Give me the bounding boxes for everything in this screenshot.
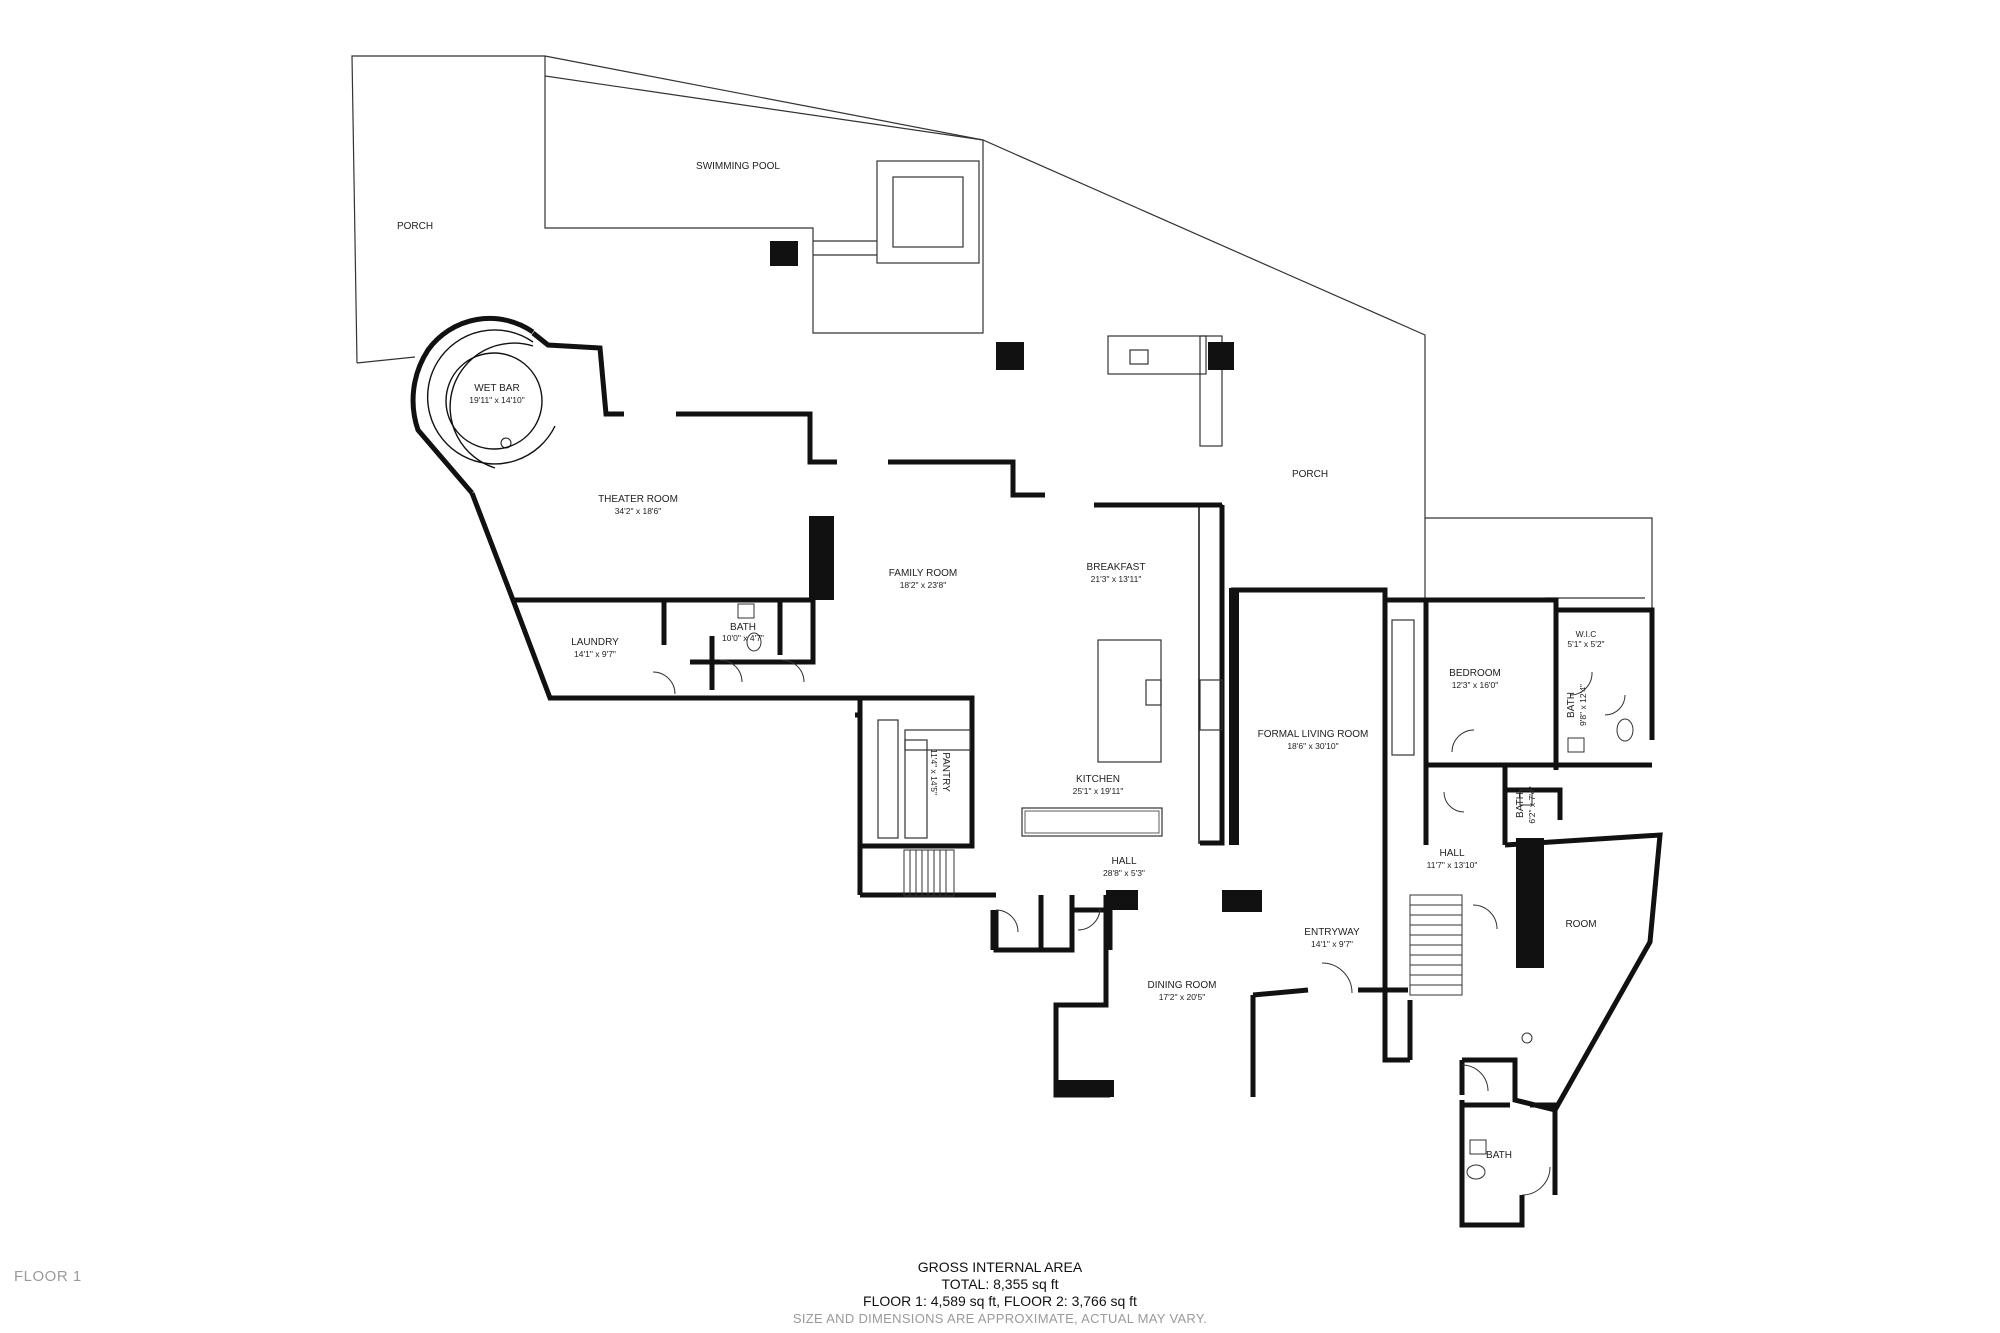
room-family-dim: 18'2" x 23'8" <box>900 580 947 590</box>
room-bedroom-dim: 12'3" x 16'0" <box>1452 680 1499 690</box>
room-breakfast-dim: 21'3" x 13'11" <box>1091 574 1142 584</box>
room-pantry-dim: 11'4" x 14'5" <box>929 749 939 795</box>
room-bedroom-name: BEDROOM <box>1449 668 1501 679</box>
room-porch-right: PORCH <box>1292 469 1328 480</box>
room-bath-bed-name: BATH <box>1566 692 1577 718</box>
area-disclaimer: SIZE AND DIMENSIONS ARE APPROXIMATE, ACT… <box>792 1311 1208 1326</box>
room-family-name: FAMILY ROOM <box>889 568 958 579</box>
room-bath-small-name: BATH <box>730 622 756 633</box>
room-hall-right-dim: 11'7" x 13'10" <box>1427 860 1478 870</box>
room-theater-name: THEATER ROOM <box>598 494 678 505</box>
pantry-shelves <box>877 719 971 839</box>
room-hall-kitchen-dim: 28'8" x 5'3" <box>1103 868 1145 878</box>
outdoor-kitchen <box>1107 335 1223 447</box>
room-wic-name: W.I.C <box>1576 629 1597 639</box>
room-breakfast-name: BREAKFAST <box>1087 562 1146 573</box>
outdoor-outlines <box>351 55 1653 610</box>
room-porch-left: PORCH <box>397 221 433 232</box>
room-bath-bottom: BATH <box>1486 1150 1512 1161</box>
room-wet-bar-name: WET BAR <box>474 383 519 394</box>
room-kitchen-dim: 25'1" x 19'11" <box>1073 786 1124 796</box>
room-kitchen-name: KITCHEN <box>1076 774 1120 785</box>
room-hall-right-name: HALL <box>1439 848 1464 859</box>
room-bath-bed: BATH 9'8" x 12'4" <box>1566 684 1588 726</box>
wet-bar-curved-wall <box>410 315 535 495</box>
room-wic-dim: 5'1" x 5'2" <box>1567 639 1604 649</box>
room-laundry-dim: 14'1" x 9'7" <box>574 649 616 659</box>
room-entryway-name: ENTRYWAY <box>1304 927 1360 938</box>
room-pantry: PANTRY 11'4" x 14'5" <box>929 749 951 795</box>
stairs <box>903 849 1463 996</box>
room-dining-dim: 17'2" x 20'5" <box>1159 992 1206 1002</box>
area-floors: FLOOR 1: 4,589 sq ft, FLOOR 2: 3,766 sq … <box>863 1293 1137 1309</box>
area-heading: GROSS INTERNAL AREA <box>917 1259 1083 1275</box>
room-swimming-pool: SWIMMING POOL <box>696 161 780 172</box>
columns <box>770 241 1234 370</box>
room-wet-bar-dim: 19'11" x 14'10" <box>469 395 524 405</box>
walls <box>469 331 1663 1228</box>
room-bath-small-dim: 10'0" x 4'7" <box>722 633 764 643</box>
room-bath-hall: BATH 6'2" x 7'4" <box>1515 786 1537 823</box>
room-entryway-dim: 14'1" x 9'7" <box>1311 939 1353 949</box>
wet-bar-outline <box>427 329 556 469</box>
room-pantry-name: PANTRY <box>940 752 951 792</box>
room-bath-bed-dim: 9'8" x 12'4" <box>1578 684 1588 726</box>
room-dining-name: DINING ROOM <box>1148 980 1217 991</box>
room-formal-living-dim: 18'6" x 30'10" <box>1287 741 1338 751</box>
door-swings <box>652 659 1626 1196</box>
floor-label: FLOOR 1 <box>14 1268 82 1285</box>
room-hall-kitchen-name: HALL <box>1111 856 1136 867</box>
heavy-walls <box>1056 838 1544 1097</box>
room-bath-hall-dim: 6'2" x 7'4" <box>1527 786 1537 823</box>
room-room: ROOM <box>1565 919 1596 930</box>
room-formal-living-name: FORMAL LIVING ROOM <box>1258 729 1369 740</box>
room-theater-dim: 34'2" x 18'6" <box>615 506 662 516</box>
room-laundry-name: LAUNDRY <box>571 637 619 648</box>
bath-fixtures <box>737 603 1634 1180</box>
gross-area-block: GROSS INTERNAL AREA TOTAL: 8,355 sq ft F… <box>0 1259 2000 1327</box>
area-total: TOTAL: 8,355 sq ft <box>941 1276 1059 1292</box>
room-bath-hall-name: BATH <box>1515 792 1526 818</box>
kitchen-fixtures <box>1021 619 1415 837</box>
